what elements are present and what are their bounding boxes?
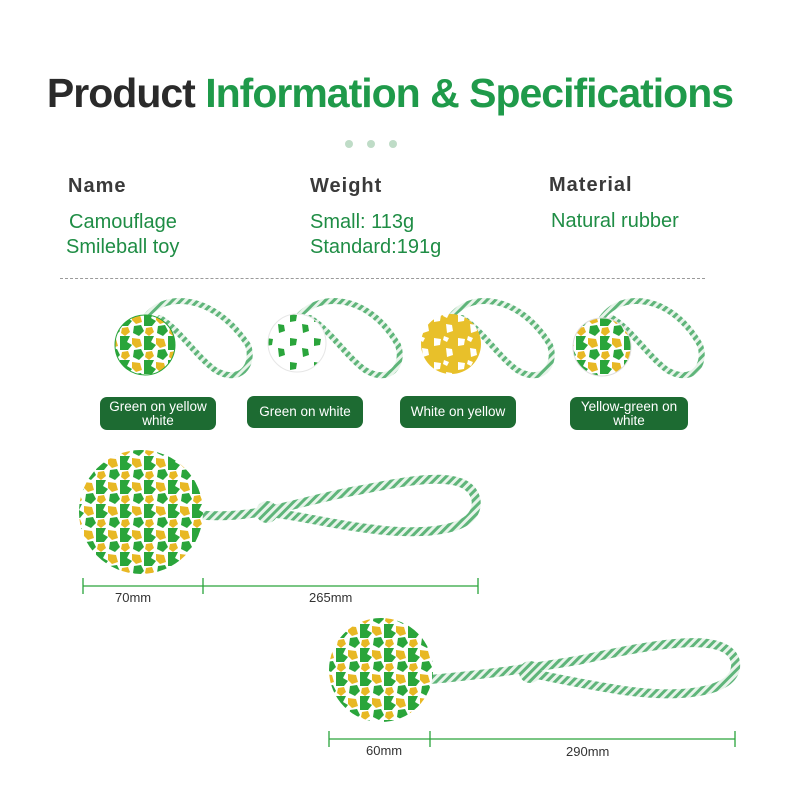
variant-3-ball (421, 298, 555, 379)
variant-label-2: Green on white (247, 396, 363, 428)
small-rope-length: 290mm (566, 744, 610, 759)
spec-weight: Weight Small: 113g Standard:191g (310, 175, 442, 258)
decorative-dots (345, 135, 411, 153)
variant-label-1: Green on yellow white (100, 397, 216, 430)
variant-label-3: White on yellow (400, 396, 516, 428)
variant-1-ball (114, 298, 253, 379)
large-rope-length: 265mm (309, 590, 353, 605)
small-ball-diameter: 60mm (366, 743, 403, 758)
divider (60, 278, 705, 279)
spec-material: Material Natural rubber (549, 174, 679, 232)
variant-2-ball (267, 298, 403, 379)
variant-label-4: Yellow-green on white (570, 397, 688, 430)
small-ball-with-rope (329, 618, 741, 722)
variant-4-ball (572, 298, 705, 379)
spec-name: Name Camouflage Smileball toy (66, 175, 180, 258)
dimension-lines (82, 578, 736, 747)
large-ball-diameter: 70mm (115, 590, 152, 605)
page-title: Product Information & Specifications (46, 70, 734, 116)
large-ball-with-rope (79, 450, 481, 574)
